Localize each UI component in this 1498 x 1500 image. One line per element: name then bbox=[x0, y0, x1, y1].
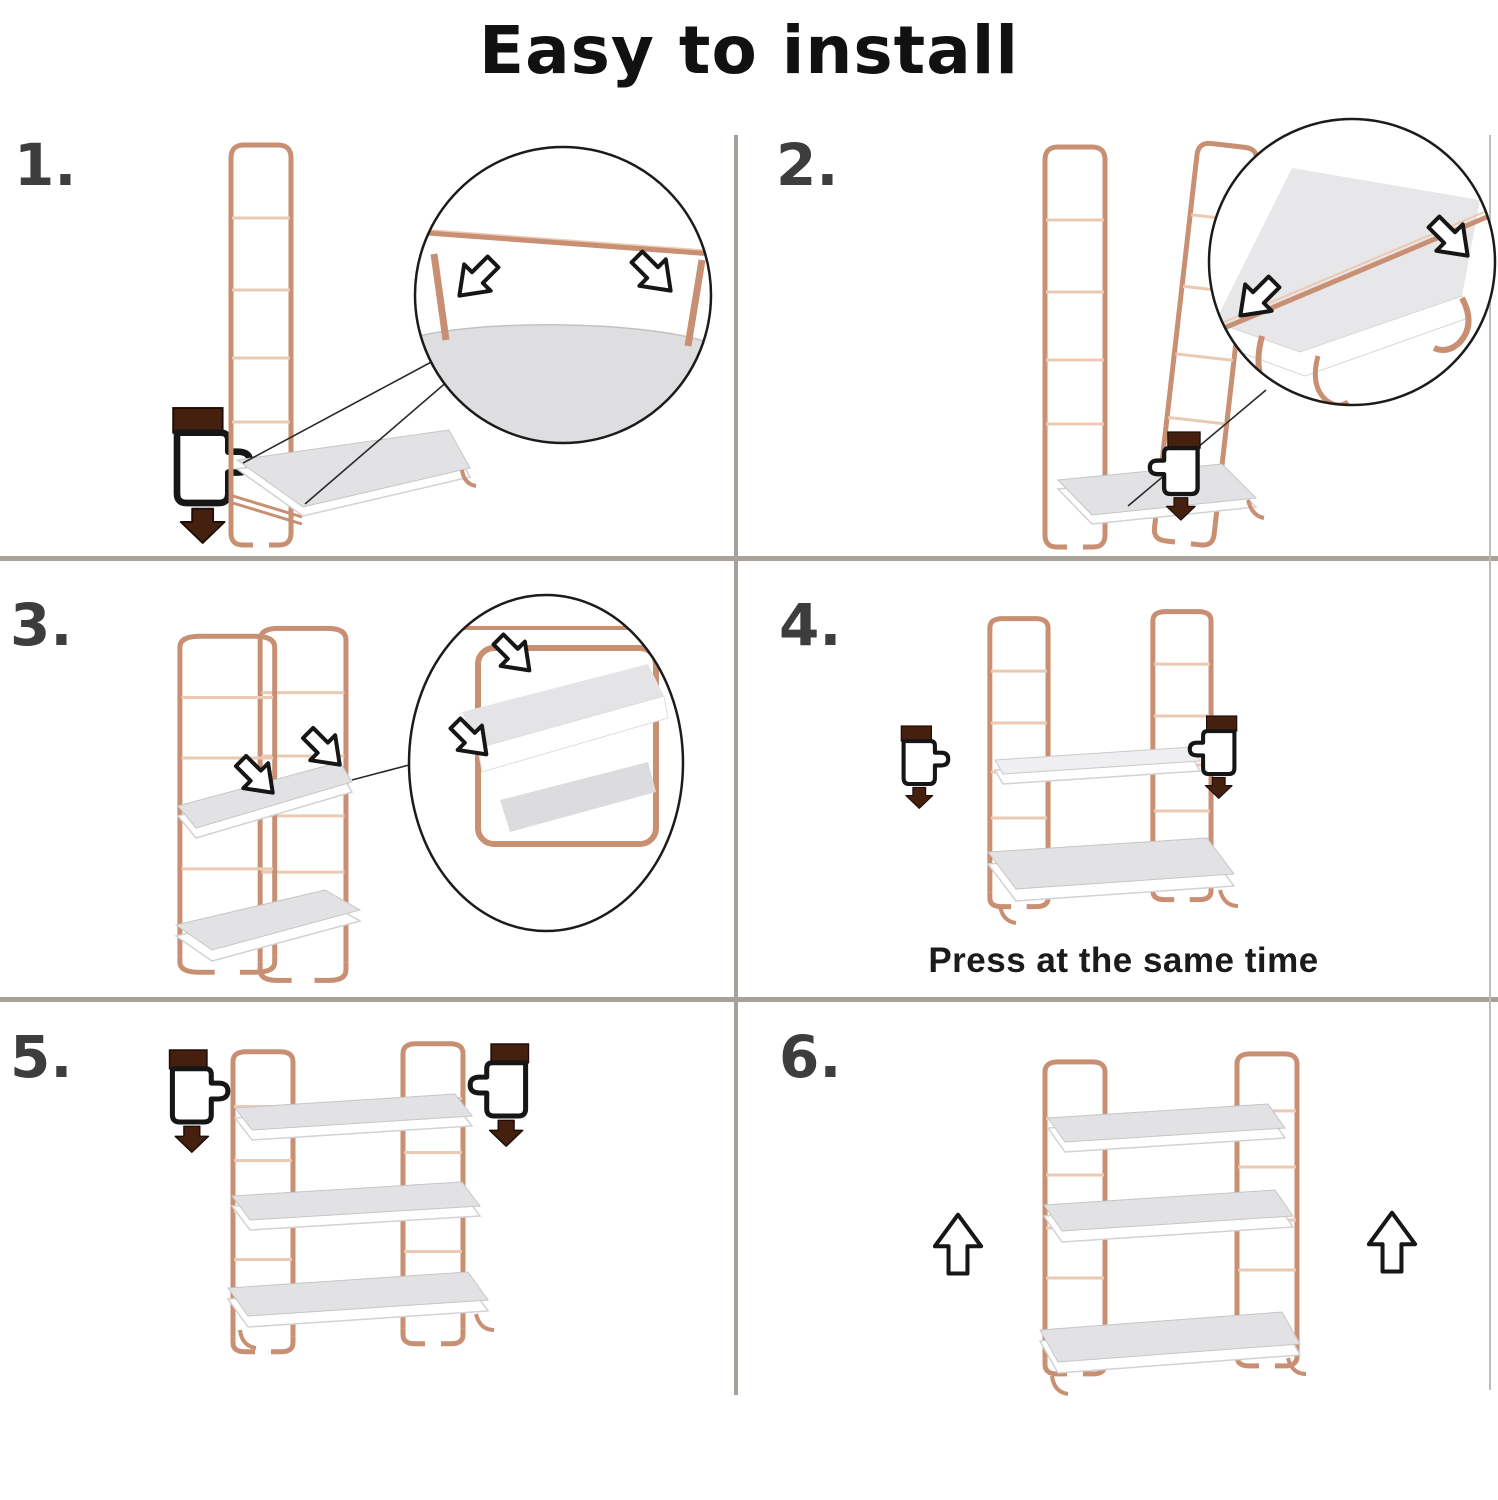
bottom-shelf bbox=[174, 889, 362, 962]
step-6-number: 6. bbox=[779, 1023, 842, 1091]
horizontal-divider-2 bbox=[0, 997, 1498, 1002]
middle-shelf-tilted bbox=[176, 761, 354, 839]
step-4-number: 4. bbox=[779, 591, 842, 659]
step-2-number: 2. bbox=[776, 131, 839, 199]
step-5-illustration bbox=[170, 1044, 529, 1352]
step-6-illustration bbox=[935, 1054, 1415, 1396]
hand-press-icon-left bbox=[901, 726, 948, 808]
arrow-up-icon-left bbox=[935, 1215, 981, 1274]
top-shelf bbox=[1046, 1103, 1287, 1153]
arrow-up-icon-right bbox=[1369, 1213, 1415, 1272]
zoom-detail-circle bbox=[407, 593, 685, 933]
step-4-illustration bbox=[901, 612, 1239, 925]
page-title: Easy to install bbox=[478, 12, 1019, 89]
bottom-shelf bbox=[226, 1271, 495, 1350]
foot-rail bbox=[232, 494, 303, 526]
hand-press-icon-left bbox=[170, 1050, 228, 1152]
middle-shelf bbox=[993, 746, 1202, 785]
press-same-time-caption: Press at the same time bbox=[928, 941, 1319, 980]
connector-line bbox=[351, 764, 410, 781]
top-shelf bbox=[233, 1093, 474, 1141]
middle-shelf bbox=[1042, 1189, 1295, 1243]
hand-press-icon-right bbox=[470, 1044, 528, 1146]
zoom-detail-circle bbox=[413, 145, 713, 445]
horizontal-divider-1 bbox=[0, 556, 1498, 561]
hand-press-icon-right bbox=[1190, 716, 1237, 798]
base-tray bbox=[235, 429, 477, 517]
hand-press-icon bbox=[173, 408, 250, 543]
connector-line bbox=[242, 351, 464, 505]
step-1-illustration bbox=[173, 145, 713, 545]
step-3-number: 3. bbox=[10, 591, 73, 659]
vertical-divider bbox=[734, 135, 738, 1395]
bottom-shelf bbox=[986, 837, 1239, 925]
right-edge-line bbox=[1489, 135, 1491, 1390]
middle-shelf bbox=[230, 1181, 482, 1231]
step-1-number: 1. bbox=[14, 131, 77, 199]
step-2-illustration bbox=[1045, 117, 1497, 547]
zoom-detail-circle bbox=[1207, 117, 1497, 407]
step-5-number: 5. bbox=[10, 1023, 73, 1091]
step-3-illustration bbox=[174, 593, 685, 980]
bottom-shelf bbox=[1038, 1311, 1307, 1396]
